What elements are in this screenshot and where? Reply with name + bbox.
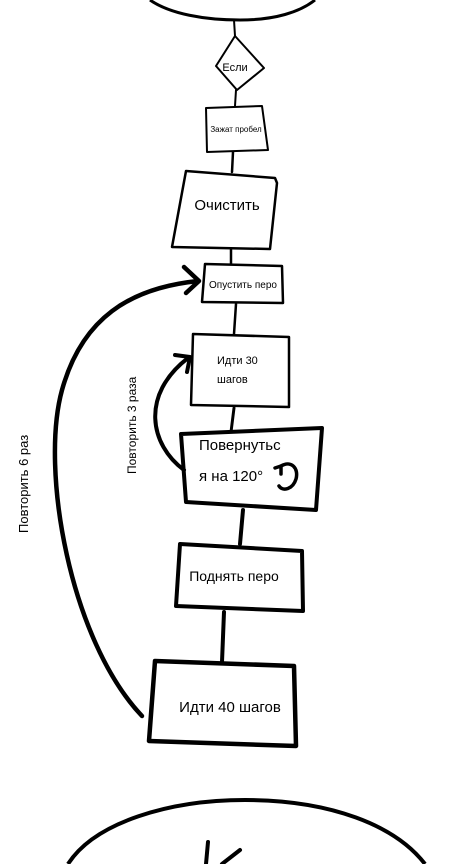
connector-pen-down-walk30 [232,302,238,336]
block-turn-120-line1: Повернутьс [199,437,281,454]
end-arrow-icon [204,840,242,864]
rotate-left-icon [273,462,299,491]
block-turn-120-line2: я на 120° [199,468,263,485]
block-walk-30-line2: шагов [217,374,248,386]
block-clear-label: Очистить [194,197,259,214]
block-walk-30 [189,332,291,409]
loop-arrow-repeat-6 [52,264,202,719]
decision-if-label: Если [222,62,247,74]
block-clear [170,169,279,251]
decision-if [215,35,265,91]
block-space-pressed [205,105,269,153]
block-walk-40 [146,658,299,749]
connectors [220,19,245,664]
connector-turn-pen-up [238,508,245,546]
end-oval [66,797,427,864]
start-oval [149,0,316,22]
loop-arrow-repeat-3 [153,353,192,472]
block-pen-up-label: Поднять перо [189,568,279,584]
connector-start-if [233,19,236,37]
block-pen-down [200,262,285,305]
block-pen-up [174,542,305,613]
loop-label-repeat-6: Повторить 6 раз [16,435,31,533]
block-pen-down-label: Опустить перо [209,280,277,291]
block-walk-40-label: Идти 40 шагов [179,699,281,716]
loop-label-repeat-3: Повторить 3 раза [125,376,139,474]
connector-walk30-turn [229,406,236,434]
block-walk-30-line1: Идти 30 [217,355,258,367]
connector-pen-up-walk40 [220,610,226,664]
connector-if-space [234,89,237,107]
block-space-pressed-label: Зажат пробел [210,125,262,134]
connector-space-clear [230,150,235,174]
